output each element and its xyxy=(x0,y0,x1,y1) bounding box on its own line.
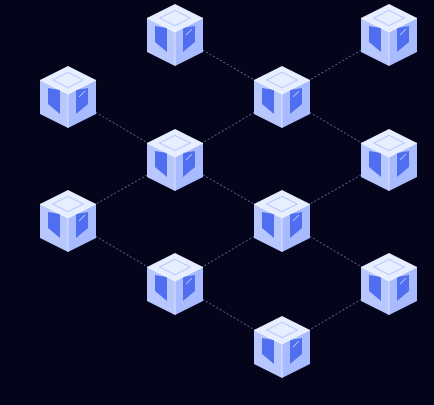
cube-right-panel xyxy=(290,88,302,114)
panel-line xyxy=(399,28,407,36)
cube-top-inset xyxy=(265,195,299,213)
cube-left-panel xyxy=(155,26,167,52)
panel-line xyxy=(399,277,407,285)
cube-left-panel xyxy=(155,151,167,177)
cube-left-panel xyxy=(48,212,60,238)
block-cube-icon xyxy=(146,129,204,191)
block-cube-icon xyxy=(39,66,97,128)
cube-left-panel xyxy=(369,275,381,301)
cube-right-panel xyxy=(290,338,302,364)
cube-top-inset xyxy=(265,321,299,339)
block-cube-icon xyxy=(146,253,204,315)
cube-top-inset xyxy=(265,71,299,89)
cube-top-inset xyxy=(158,258,192,276)
cube-left-panel xyxy=(369,151,381,177)
cube-right-panel xyxy=(183,275,195,301)
cube-left-panel xyxy=(48,88,60,114)
cube-top-inset xyxy=(51,71,85,89)
cube-top-inset xyxy=(51,195,85,213)
panel-line xyxy=(292,214,300,222)
cube-top-inset xyxy=(372,258,406,276)
panel-line xyxy=(399,153,407,161)
cube-right-panel xyxy=(183,151,195,177)
edge-layer xyxy=(67,33,390,347)
cube-right-panel xyxy=(397,275,409,301)
cube-right-panel xyxy=(290,212,302,238)
block-cube-icon xyxy=(360,129,418,191)
cube-top-inset xyxy=(372,134,406,152)
block-cube-icon xyxy=(146,4,204,66)
cube-left-panel xyxy=(369,26,381,52)
cube-left-panel xyxy=(262,338,274,364)
block-cube-icon xyxy=(360,253,418,315)
cube-left-panel xyxy=(262,212,274,238)
cube-top-inset xyxy=(372,9,406,27)
cube-right-panel xyxy=(397,26,409,52)
cube-left-panel xyxy=(262,88,274,114)
cube-left-panel xyxy=(155,275,167,301)
node-layer xyxy=(39,4,418,378)
panel-line xyxy=(78,214,86,222)
panel-line xyxy=(185,153,193,161)
panel-line xyxy=(185,28,193,36)
block-cube-icon xyxy=(253,190,311,252)
panel-line xyxy=(292,90,300,98)
panel-line xyxy=(78,90,86,98)
block-cube-icon xyxy=(253,316,311,378)
cube-right-panel xyxy=(183,26,195,52)
block-cube-icon xyxy=(360,4,418,66)
panel-line xyxy=(185,277,193,285)
panel-line xyxy=(292,340,300,348)
block-cube-icon xyxy=(39,190,97,252)
cube-right-panel xyxy=(76,212,88,238)
block-cube-icon xyxy=(253,66,311,128)
cube-top-inset xyxy=(158,9,192,27)
cube-right-panel xyxy=(76,88,88,114)
cube-right-panel xyxy=(397,151,409,177)
cube-top-inset xyxy=(158,134,192,152)
